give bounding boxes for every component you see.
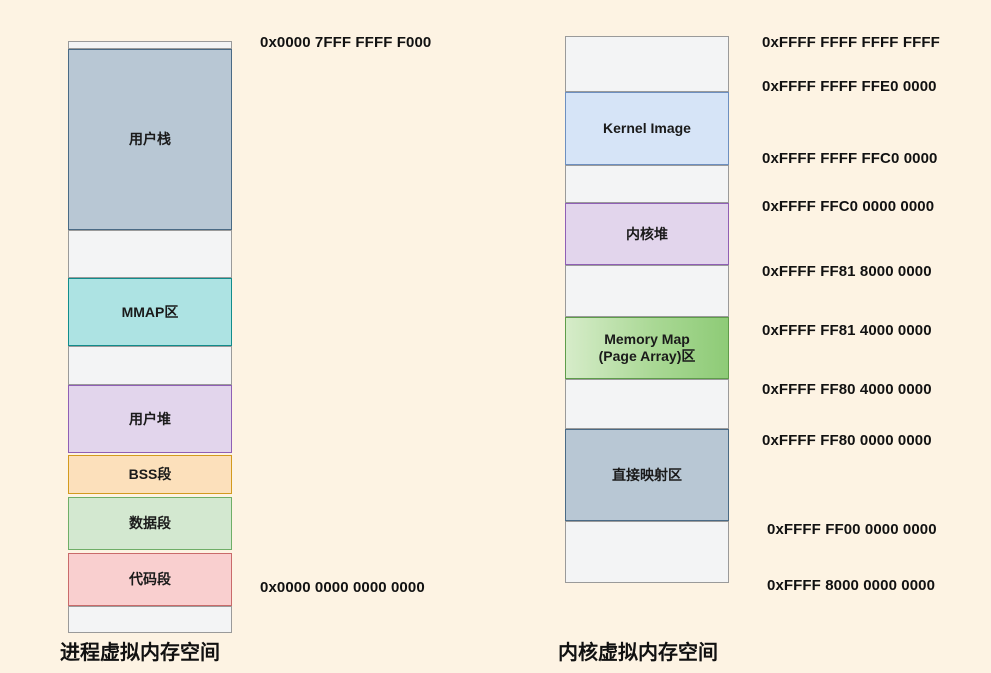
process-top-address: 0x0000 7FFF FFFF F000 (260, 34, 432, 51)
kernel-address-0: 0xFFFF FFFF FFFF FFFF (762, 34, 940, 51)
kernel-address-6: 0xFFFF FF80 4000 0000 (762, 381, 932, 398)
kernel-block-bottom-reserved (565, 521, 729, 583)
memory-block-gap-mmap-heap (68, 346, 232, 385)
kernel-address-8: 0xFFFF FF00 0000 0000 (767, 521, 937, 538)
kernel-block-gap-memmap-direct (565, 379, 729, 429)
process-bottom-address: 0x0000 0000 0000 0000 (260, 579, 425, 596)
kernel-block-kernel-heap[interactable]: 内核堆 (565, 203, 729, 265)
kernel-block-kernel-image[interactable]: Kernel Image (565, 92, 729, 165)
kernel-block-memory-map-label: Memory Map (Page Array)区 (598, 331, 696, 364)
process-block-column: 用户栈 MMAP区 用户堆 BSS段 数据段 代码段 (68, 41, 232, 633)
process-space-caption: 进程虚拟内存空间 (60, 642, 220, 664)
memory-block-top-reserved (68, 41, 232, 49)
kernel-address-3: 0xFFFF FFC0 0000 0000 (762, 198, 935, 215)
kernel-block-gap-image-heap (565, 165, 729, 203)
memory-block-mmap[interactable]: MMAP区 (68, 278, 232, 346)
kernel-block-top-reserved (565, 36, 729, 92)
kernel-block-direct-mapping[interactable]: 直接映射区 (565, 429, 729, 521)
memory-block-bottom-reserved (68, 606, 232, 633)
kernel-address-7: 0xFFFF FF80 0000 0000 (762, 432, 932, 449)
kernel-address-2: 0xFFFF FFFF FFC0 0000 (762, 150, 938, 167)
kernel-address-1: 0xFFFF FFFF FFE0 0000 (762, 78, 937, 95)
kernel-address-9: 0xFFFF 8000 0000 0000 (767, 577, 936, 594)
memory-block-bss-segment[interactable]: BSS段 (68, 455, 232, 494)
memory-block-user-stack[interactable]: 用户栈 (68, 49, 232, 230)
kernel-address-4: 0xFFFF FF81 8000 0000 (762, 263, 932, 280)
kernel-block-memory-map[interactable]: Memory Map (Page Array)区 (565, 317, 729, 379)
memory-block-user-heap[interactable]: 用户堆 (68, 385, 232, 453)
kernel-block-gap-heap-memmap (565, 265, 729, 317)
memory-block-gap-stack-mmap (68, 230, 232, 278)
memory-block-data-segment[interactable]: 数据段 (68, 497, 232, 550)
memory-block-code-segment[interactable]: 代码段 (68, 553, 232, 606)
kernel-block-column: Kernel Image 内核堆 Memory Map (Page Array)… (565, 36, 729, 588)
kernel-address-5: 0xFFFF FF81 4000 0000 (762, 322, 932, 339)
kernel-space-caption: 内核虚拟内存空间 (558, 642, 718, 664)
